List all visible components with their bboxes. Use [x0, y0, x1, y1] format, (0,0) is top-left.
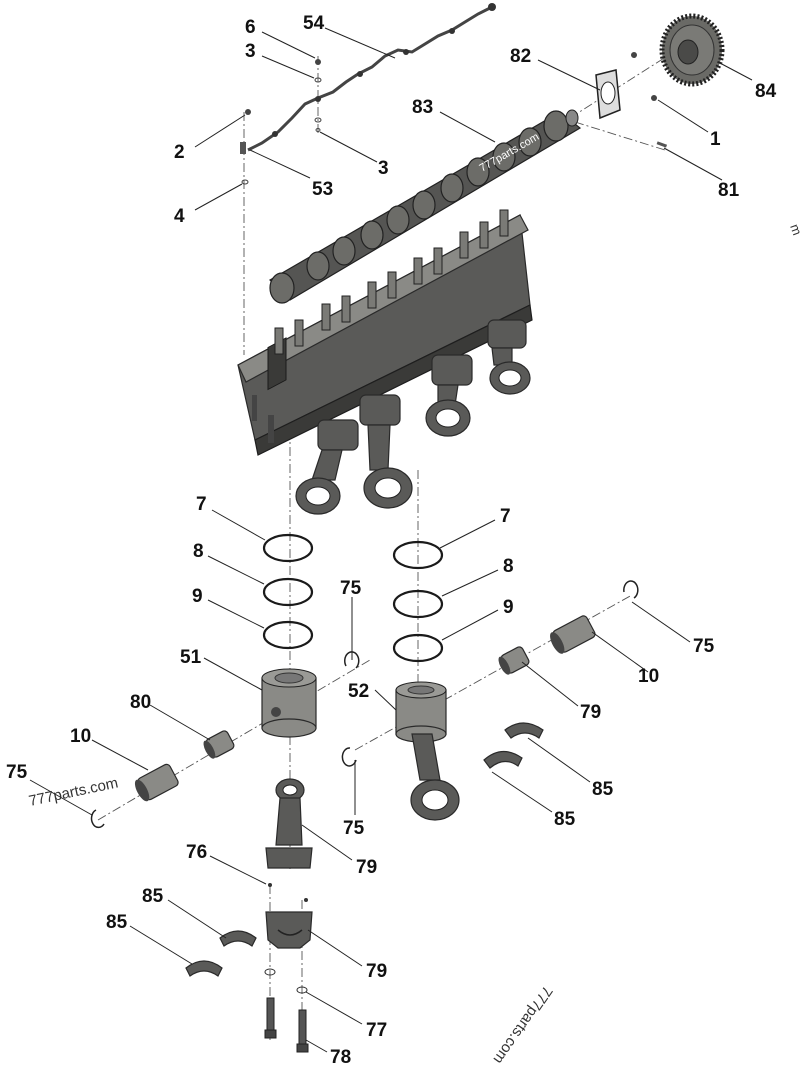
callout-75: 75: [343, 818, 365, 839]
loose-connecting-rod: [265, 778, 313, 869]
callout-7: 7: [196, 494, 207, 515]
callout-83: 83: [412, 97, 433, 118]
callout-85: 85: [106, 912, 128, 933]
callout-51: 51: [180, 647, 202, 668]
piston-rod-assembly-right: [395, 681, 460, 821]
camshaft-gear: [659, 13, 725, 87]
piston-left: [261, 668, 317, 738]
callout-80: 80: [130, 692, 151, 713]
callout-4: 4: [174, 206, 185, 227]
small-fittings: [240, 52, 668, 185]
rod-cap: [265, 911, 313, 949]
gasket: [595, 69, 621, 120]
callout-79: 79: [580, 702, 601, 723]
callout-6: 6: [245, 17, 256, 38]
callout-79: 79: [366, 961, 387, 982]
callout-82: 82: [510, 46, 531, 67]
callout-54: 54: [303, 13, 325, 34]
callout-10: 10: [70, 726, 91, 747]
callout-9: 9: [503, 597, 514, 618]
callout-76: 76: [186, 842, 207, 863]
callout-85: 85: [554, 809, 576, 830]
callout-9: 9: [192, 586, 203, 607]
piston-rings: [262, 533, 444, 663]
callout-85: 85: [142, 886, 164, 907]
piston-pins-and-bushings: [134, 615, 596, 802]
callout-75: 75: [693, 636, 715, 657]
callout-labels: 6 54 3 82 84 83 1 2 3 53 81 4 7 7 8 8 9 …: [6, 13, 777, 1067]
callout-85: 85: [592, 779, 614, 800]
axis-lines: [97, 47, 681, 1040]
watermark-center: 777parts.com: [490, 983, 556, 1067]
callout-3: 3: [378, 158, 389, 179]
callout-2: 2: [174, 142, 185, 163]
rod-bolts: [264, 883, 309, 1053]
watermark-right-edge: m: [787, 222, 800, 237]
bearing-shells-upper: [483, 722, 544, 769]
callout-79: 79: [356, 857, 377, 878]
callout-81: 81: [718, 180, 740, 201]
callout-77: 77: [366, 1020, 387, 1041]
callout-7: 7: [500, 506, 511, 527]
callout-8: 8: [503, 556, 514, 577]
callout-52: 52: [348, 681, 369, 702]
cylinder-head-assembly: [237, 209, 533, 456]
retaining-clips: [90, 580, 639, 829]
callout-1: 1: [710, 129, 721, 150]
callout-10: 10: [638, 666, 659, 687]
bearing-shells-lower: [185, 930, 257, 977]
callout-75: 75: [6, 762, 28, 783]
callout-53: 53: [312, 179, 333, 200]
camshaft: [269, 109, 582, 304]
callout-84: 84: [755, 81, 777, 102]
callout-3: 3: [245, 41, 256, 62]
fuel-injection-line: [247, 3, 496, 152]
callout-8: 8: [193, 541, 204, 562]
callout-78: 78: [330, 1047, 351, 1067]
callout-75: 75: [340, 578, 362, 599]
leader-lines: [29, 27, 753, 1053]
installed-connecting-rods: [295, 319, 531, 515]
